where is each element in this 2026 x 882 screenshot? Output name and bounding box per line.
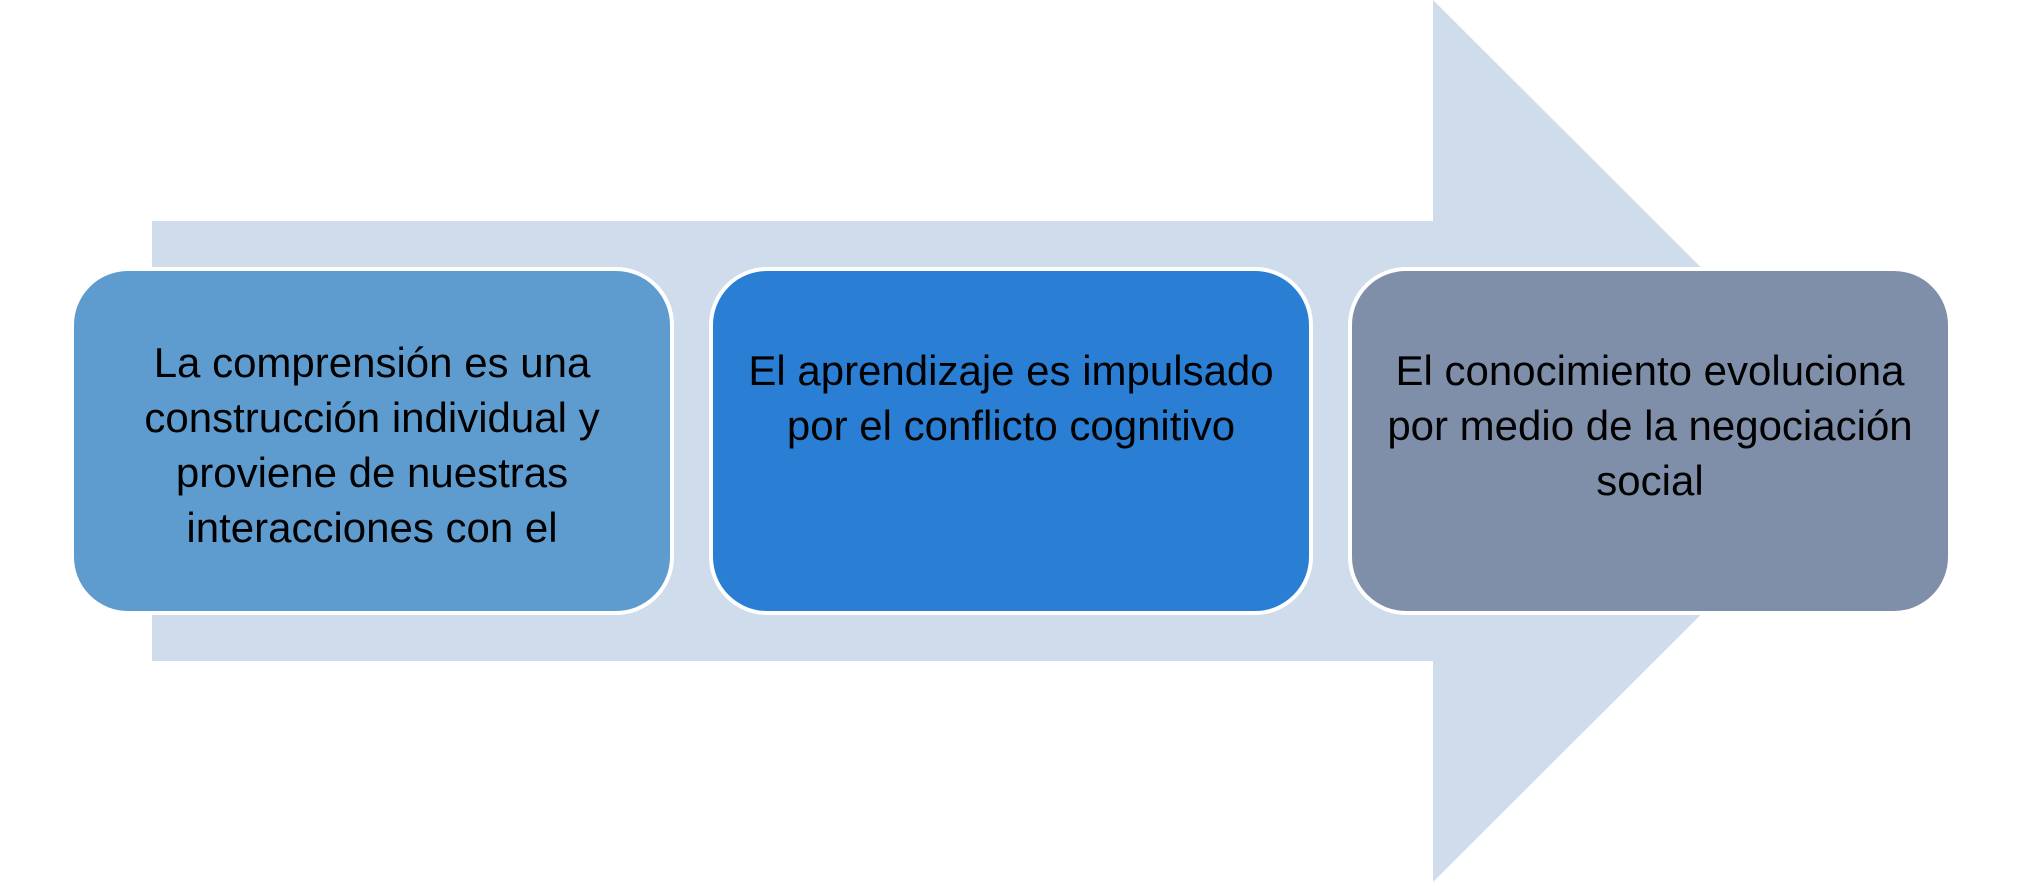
step-box-1: La comprensión es una construcción indiv… <box>70 267 674 615</box>
step-box-2: El aprendizaje es impulsado por el confl… <box>709 267 1313 615</box>
step-text-1: La comprensión es una construcción indiv… <box>144 339 600 551</box>
step-text-3: El conocimiento evoluciona por medio de … <box>1387 347 1913 504</box>
step-text-2: El aprendizaje es impulsado por el confl… <box>748 347 1274 449</box>
step-box-3: El conocimiento evoluciona por medio de … <box>1348 267 1952 615</box>
